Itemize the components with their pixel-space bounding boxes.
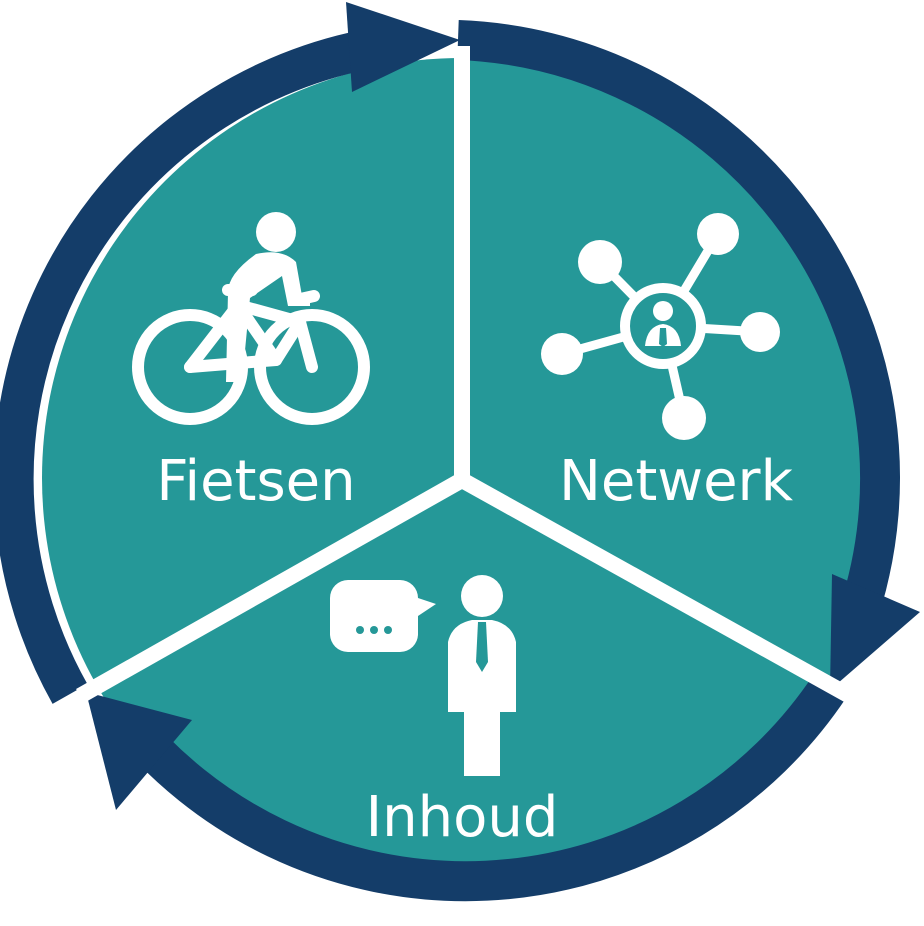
cycle-arrows bbox=[0, 20, 900, 902]
segment-label-inhoud: Inhoud bbox=[366, 785, 559, 850]
divider-left bbox=[76, 473, 466, 703]
cycle-arrow-bottom bbox=[110, 674, 847, 902]
cycle-arrow-left bbox=[0, 32, 359, 704]
cycle-arrowheads bbox=[86, 2, 920, 810]
cycle-arrow-top-right bbox=[457, 20, 900, 608]
cyclist-icon bbox=[132, 212, 370, 425]
speaker-speech-bubble-icon bbox=[330, 575, 516, 776]
arrowhead-right bbox=[830, 574, 920, 690]
segment-label-netwerk: Netwerk bbox=[559, 449, 794, 514]
arrowhead-top bbox=[346, 2, 460, 92]
segment-label-fietsen: Fietsen bbox=[156, 449, 355, 514]
speech-bubble bbox=[330, 580, 418, 652]
divider-right bbox=[458, 473, 854, 703]
network-icon bbox=[541, 213, 780, 440]
segment-dividers bbox=[76, 46, 854, 703]
arrowhead-left bbox=[86, 692, 192, 810]
